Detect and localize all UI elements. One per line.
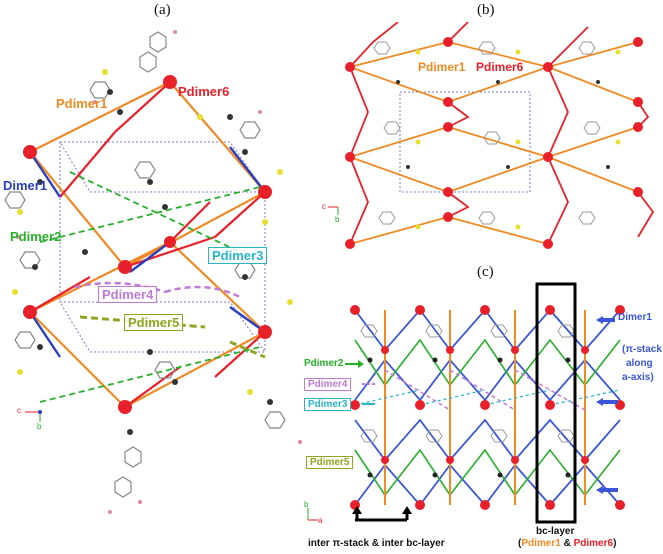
bc-close: ) xyxy=(613,538,617,549)
pdimer5-label: Pdimer5 xyxy=(306,456,354,469)
axis-b-label: b xyxy=(304,500,309,509)
dimer1-label: Dimer1 xyxy=(3,178,48,193)
bc-layer-members: (Pdimer1 & Pdimer6) xyxy=(518,538,616,549)
pdimer2-label: Pdimer2 xyxy=(10,229,62,244)
pdimer4-label: Pdimer4 xyxy=(98,286,158,303)
pdimer6-label: Pdimer6 xyxy=(476,60,524,74)
dimer1-label: Dimer1 xyxy=(618,312,652,323)
molecule-fragments xyxy=(373,41,601,225)
left-arrows xyxy=(345,363,375,405)
sulfur-atoms xyxy=(415,49,621,230)
pdimer3-label: Pdimer3 xyxy=(304,398,352,411)
axis-c-label: c xyxy=(17,406,21,415)
carbon-atoms xyxy=(367,357,571,478)
inter-bracket xyxy=(355,512,409,522)
inter-stack-label: inter π-stack & inter bc-layer xyxy=(308,538,445,549)
pdimer5-label: Pdimer5 xyxy=(124,314,184,331)
panel-c-label: (c) xyxy=(477,264,494,280)
bc-amp: & xyxy=(560,538,574,549)
panel-c-structure xyxy=(307,282,625,524)
molecule-fragments xyxy=(360,324,575,443)
bc-pdimer1: Pdimer1 xyxy=(521,538,561,549)
axis-indicator xyxy=(25,410,42,422)
p-atoms xyxy=(350,305,625,510)
pdimer4-label: Pdimer4 xyxy=(304,378,352,391)
axis-indicator xyxy=(307,508,318,521)
olive-bonds xyxy=(79,315,266,359)
molecule-fragments xyxy=(4,31,286,498)
bc-open: ( xyxy=(518,538,522,549)
axis-b-label: b xyxy=(335,215,340,224)
pi-stack-line2: along xyxy=(626,358,653,369)
axis-indicator xyxy=(328,206,339,215)
red-bonds xyxy=(29,81,266,408)
pdimer1-label: Pdimer1 xyxy=(56,96,108,111)
panel-b-structure xyxy=(328,22,655,249)
axis-b-label: b xyxy=(37,422,42,431)
axis-c-label: c xyxy=(322,202,326,211)
carbon-atoms xyxy=(396,80,610,169)
panel-a: c b Pdimer1 Pdimer6 Dimer1 Pdimer2 Pdime… xyxy=(0,22,315,552)
panel-a-structure xyxy=(4,30,302,514)
blue-bonds xyxy=(29,146,266,358)
p-atoms xyxy=(345,37,643,249)
orange-bonds xyxy=(349,41,639,245)
pdimer1-label: Pdimer1 xyxy=(418,60,466,74)
orange-bonds xyxy=(29,81,266,408)
pi-stack-line3: a-axis) xyxy=(622,372,654,383)
pdimer2-label: Pdimer2 xyxy=(304,358,344,369)
atoms xyxy=(12,30,302,514)
axis-a-label: a xyxy=(318,516,323,525)
bc-layer-box xyxy=(535,282,577,524)
panel-b: c b Pdimer1 Pdimer6 xyxy=(318,22,663,257)
panel-b-label: (b) xyxy=(477,2,495,18)
green-bonds xyxy=(354,338,621,497)
bc-pdimer6: Pdimer6 xyxy=(573,538,614,549)
cyan-bonds xyxy=(354,389,621,406)
green-bonds xyxy=(39,171,261,403)
pdimer3-label: Pdimer3 xyxy=(208,247,268,264)
right-arrows xyxy=(596,316,618,494)
orange-bonds xyxy=(384,310,586,505)
pdimer6-label: Pdimer6 xyxy=(178,84,230,99)
panel-c: b a Pdimer2 Pdimer4 Pdimer3 Pdimer5 Dime… xyxy=(300,280,663,554)
violet-bonds xyxy=(384,369,586,411)
bc-layer-label: bc-layer xyxy=(536,526,575,537)
panel-a-label: (a) xyxy=(154,2,171,18)
pi-stack-line1: (π-stack xyxy=(622,344,662,355)
